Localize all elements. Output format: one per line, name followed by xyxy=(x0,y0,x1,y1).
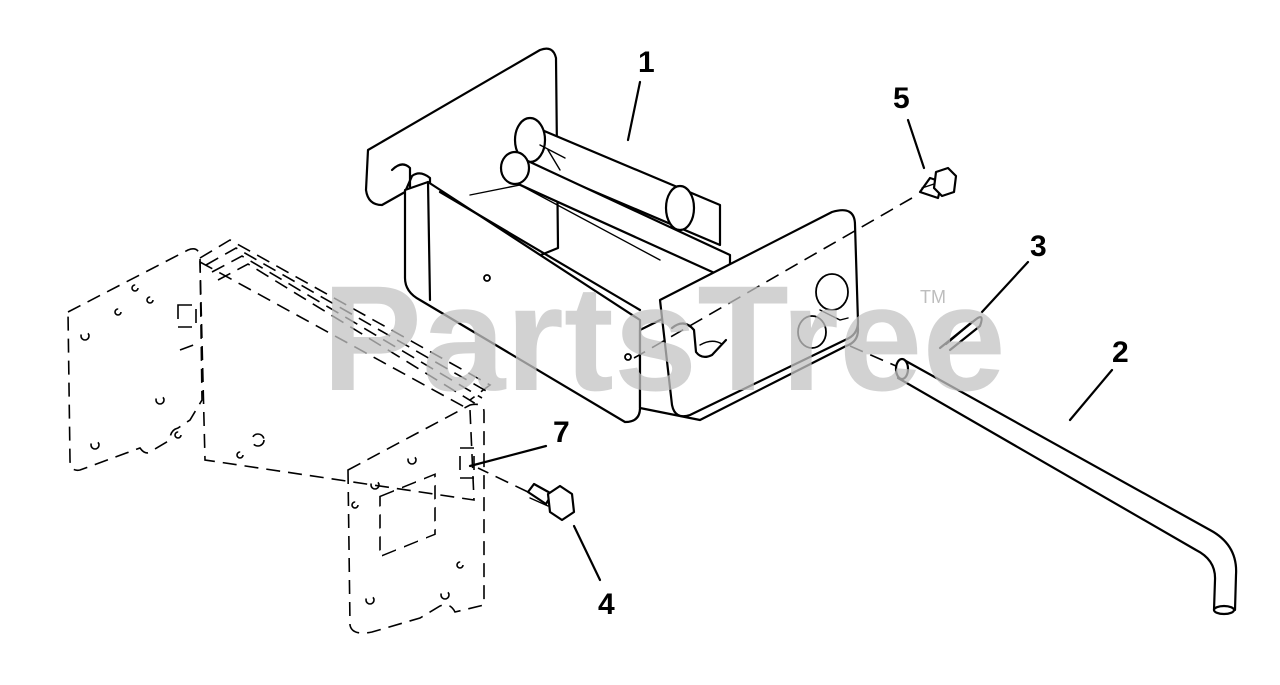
callout-5: 5 xyxy=(893,82,910,115)
hitch-pin[interactable] xyxy=(894,357,1238,616)
alignment-line-4 xyxy=(477,467,529,493)
bolt-lower[interactable] xyxy=(526,482,576,522)
bolt-top[interactable] xyxy=(918,166,958,200)
alignment-line-2 xyxy=(849,345,897,367)
leader-line-7 xyxy=(468,444,548,468)
callout-7: 7 xyxy=(553,416,570,449)
leader-line-2 xyxy=(1068,368,1114,422)
callout-1: 1 xyxy=(638,46,655,79)
mounting-plate-assembly[interactable] xyxy=(67,239,492,634)
callout-3: 3 xyxy=(1030,230,1047,263)
leader-line-5 xyxy=(906,118,926,170)
leader-line-4 xyxy=(572,524,602,582)
leader-line-1 xyxy=(626,80,642,142)
watermark-trademark: TM xyxy=(920,287,946,307)
hairpin-clip[interactable] xyxy=(938,315,983,352)
callout-2: 2 xyxy=(1112,336,1129,369)
hitch-bracket-assembly[interactable] xyxy=(364,47,860,424)
callout-4: 4 xyxy=(598,588,615,621)
alignment-line-5 xyxy=(633,197,913,359)
leader-line-3 xyxy=(980,260,1030,314)
watermark-text: PartsTree xyxy=(322,254,1006,422)
